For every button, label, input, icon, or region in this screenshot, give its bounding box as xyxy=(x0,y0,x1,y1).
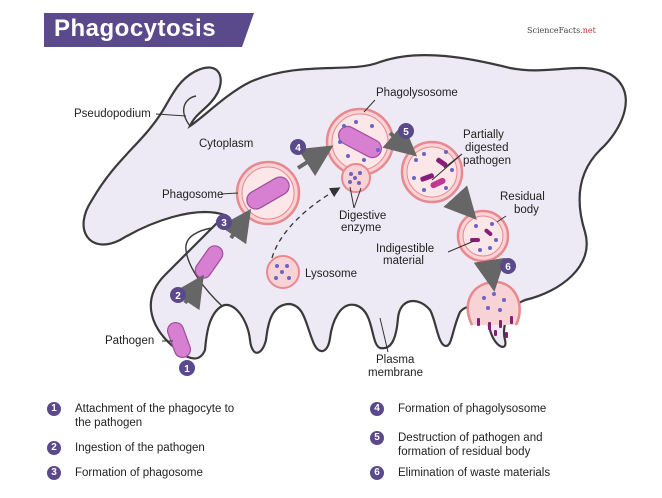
legend-text-2: Ingestion of the pathogen xyxy=(75,442,205,454)
fusing-lysosome xyxy=(341,163,371,193)
svg-text:6: 6 xyxy=(505,262,511,273)
process-arrows xyxy=(172,123,506,311)
step-badge-6: 6 xyxy=(500,258,516,274)
title-banner: Phagocytosis xyxy=(44,13,254,47)
legend-text-6: Elimination of waste materials xyxy=(398,467,551,479)
legend-badge-4: 4 xyxy=(370,402,384,416)
step-badge-5: 5 xyxy=(398,123,414,139)
svg-text:4: 4 xyxy=(295,143,301,154)
phagolysosome xyxy=(325,107,395,177)
brand-suffix: .net xyxy=(580,26,596,35)
label-pseudopodium: Pseudopodium xyxy=(74,108,151,120)
brand-name: ScienceFacts xyxy=(527,26,581,35)
label-phagosome: Phagosome xyxy=(162,189,223,201)
residual-body xyxy=(456,209,510,263)
step-badge-2: 2 xyxy=(170,287,186,303)
label-digestive-enzyme-2: enzyme xyxy=(341,222,381,234)
engulf-cup xyxy=(185,227,223,307)
pseudopodium xyxy=(183,95,197,127)
svg-text:3: 3 xyxy=(221,218,227,229)
phagosome xyxy=(235,160,301,226)
label-lysosome: Lysosome xyxy=(305,268,357,280)
legend-badge-3: 3 xyxy=(47,466,61,480)
legend-text-3: Formation of phagosome xyxy=(75,467,203,479)
svg-text:1: 1 xyxy=(184,364,190,375)
label-cytoplasm: Cytoplasm xyxy=(199,138,253,150)
step-badge-1: 1 xyxy=(179,360,195,376)
label-indigestible-2: material xyxy=(383,255,424,267)
legend-text-4: Formation of phagolysosome xyxy=(398,403,547,415)
label-residual-body-2: body xyxy=(514,204,539,216)
legend-badge-6: 6 xyxy=(370,466,384,480)
brand-logo: ScienceFacts.net xyxy=(527,26,596,35)
legend-text-5-line-2: formation of residual body xyxy=(398,446,531,458)
label-residual-body-1: Residual xyxy=(500,191,545,203)
page-title: Phagocytosis xyxy=(54,15,217,42)
label-phagolysosome: Phagolysosome xyxy=(376,87,458,99)
legend-text-5: Destruction of pathogen and formation of… xyxy=(398,431,543,459)
lysosome xyxy=(266,255,300,289)
step-badge-3: 3 xyxy=(216,214,232,230)
label-partially-digested-1: Partially xyxy=(463,129,504,141)
label-plasma-membrane-2: membrane xyxy=(368,367,423,379)
label-indigestible-1: Indigestible xyxy=(376,243,434,255)
legend-text-1-line-1: Attachment of the phagocyte to xyxy=(75,403,235,415)
label-partially-digested-2: digested xyxy=(465,142,508,154)
label-plasma-membrane-1: Plasma xyxy=(376,354,415,366)
label-pathogen: Pathogen xyxy=(105,335,154,347)
legend-badge-2: 2 xyxy=(47,441,61,455)
legend-text-5-line-1: Destruction of pathogen and xyxy=(398,432,543,444)
label-digestive-enzyme-1: Digestive xyxy=(339,210,386,222)
step-badge-4: 4 xyxy=(290,139,306,155)
pathogen xyxy=(166,322,192,358)
svg-text:5: 5 xyxy=(403,127,409,138)
legend-text-1: Attachment of the phagocyte to the patho… xyxy=(75,402,234,430)
legend-badge-5: 5 xyxy=(370,431,384,445)
legend-badge-1: 1 xyxy=(47,402,61,416)
svg-text:2: 2 xyxy=(175,291,181,302)
legend-text-1-line-2: the pathogen xyxy=(75,417,143,429)
partially-digested-pathogen xyxy=(400,140,464,204)
lysosome-path-arrow xyxy=(271,187,341,259)
title-banner-shape xyxy=(44,13,254,47)
label-partially-digested-3: pathogen xyxy=(463,155,511,167)
